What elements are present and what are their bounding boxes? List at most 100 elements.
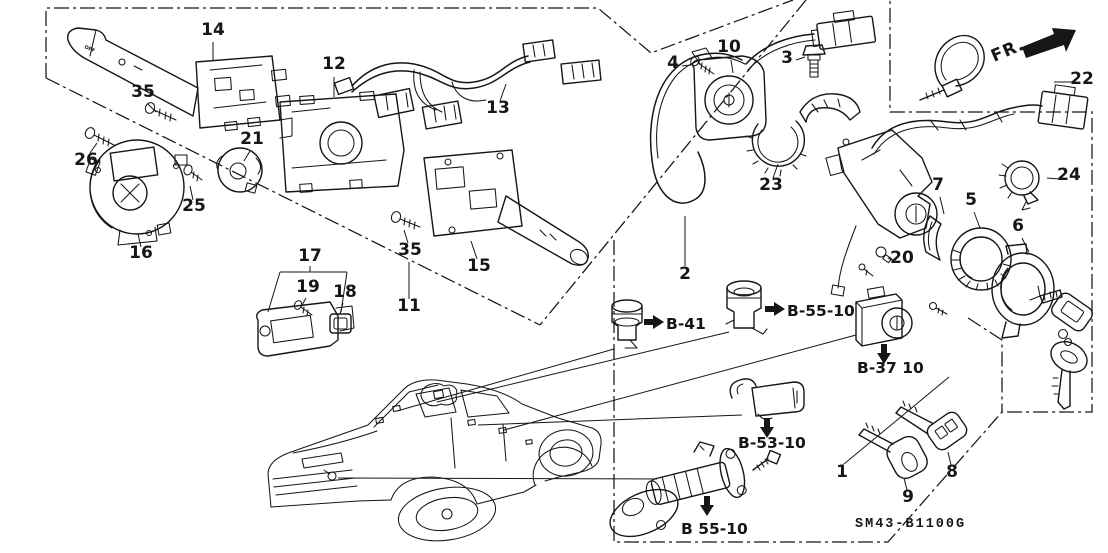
callout-24: 24 xyxy=(1057,165,1081,185)
fr-arrow-icon xyxy=(1022,28,1076,58)
car-front-emblem xyxy=(327,471,337,481)
callout-leader-5 xyxy=(973,211,981,229)
car-part-leader-lines xyxy=(337,331,857,480)
screw-19 xyxy=(293,300,313,317)
ref-label-B-55-10: B 55-10 xyxy=(681,520,748,538)
bulb-20 xyxy=(858,246,892,277)
callout-leader-21 xyxy=(243,150,251,162)
car-grille-lines xyxy=(272,469,358,496)
trunk-cylinder-b55 xyxy=(609,441,747,538)
down-arrow-icon xyxy=(877,344,891,364)
top-connector xyxy=(810,10,877,51)
down-arrow-icon xyxy=(700,496,714,516)
bracket-17 xyxy=(255,301,355,357)
callout-11: 11 xyxy=(397,296,421,316)
collar-7 xyxy=(923,215,942,261)
callout-19: 19 xyxy=(296,277,320,297)
steering-lock-body xyxy=(825,104,1043,297)
callout-leader-15 xyxy=(470,240,478,260)
car-rear-window xyxy=(460,389,510,418)
car-wheels xyxy=(397,429,594,542)
key-9 xyxy=(858,422,928,480)
door-cylinder-b37 xyxy=(855,286,948,347)
callout-leader-24 xyxy=(1046,177,1060,180)
cable-tie-22 xyxy=(919,35,985,101)
callout-leader-10 xyxy=(730,59,734,74)
fr-direction: FR. xyxy=(988,28,1076,67)
key-8 xyxy=(895,400,968,451)
callout-leader-25 xyxy=(189,185,194,201)
callout-12: 12 xyxy=(322,54,346,74)
callout-9: 9 xyxy=(902,487,914,507)
callout-leader-8 xyxy=(947,451,952,466)
callout-leader-1 xyxy=(843,376,950,465)
switch-housing-12 xyxy=(279,90,405,193)
down-arrow-icon xyxy=(760,418,774,438)
bolt-trunk xyxy=(752,449,782,471)
callout-17: 17 xyxy=(298,246,322,266)
car-headlight xyxy=(301,452,344,469)
clamp-24 xyxy=(998,160,1040,211)
callout-20: 20 xyxy=(890,248,914,268)
callout-13: 13 xyxy=(486,98,510,118)
callout-leader-6 xyxy=(1021,237,1030,253)
stalk-marking: OFF xyxy=(83,44,96,54)
callout-leader-9 xyxy=(903,477,908,491)
ignition-switch-10 xyxy=(649,33,816,204)
ref-label-B-37-10: B-37 10 xyxy=(857,359,924,377)
ref-label-B-55-10: B-55-10 xyxy=(787,302,855,320)
callout-leader-26 xyxy=(89,142,98,154)
screw-25 xyxy=(183,164,203,182)
snap-ring-23 xyxy=(745,120,807,177)
screw-35-mid xyxy=(390,211,421,230)
callout-18: 18 xyxy=(333,282,357,302)
callout-leader-3 xyxy=(795,56,806,61)
callout-leader-13 xyxy=(499,83,507,102)
car-lock-point-markers xyxy=(375,404,533,445)
callout-leader-35 xyxy=(403,229,409,244)
callout-35: 35 xyxy=(131,82,155,102)
callout-16: 16 xyxy=(129,243,153,263)
fr-label: FR. xyxy=(988,35,1028,67)
bracket-17-label-lines xyxy=(267,266,348,313)
clamp-piece xyxy=(799,93,861,123)
callout-25: 25 xyxy=(182,196,206,216)
callout-2: 2 xyxy=(679,264,691,284)
cable-reel-16 xyxy=(85,139,188,246)
wire-harness-13 xyxy=(333,39,602,130)
door-cylinder-b53 xyxy=(729,378,805,420)
car-sketch xyxy=(267,379,602,542)
callout-8: 8 xyxy=(946,462,958,482)
callout-leader-4 xyxy=(681,64,692,67)
ref-label-B-53-10: B-53-10 xyxy=(738,434,806,452)
diagram-code: SM43-B1100G xyxy=(855,517,966,532)
callout-10: 10 xyxy=(717,37,741,57)
callout-14: 14 xyxy=(201,20,225,40)
callout-leader-18 xyxy=(339,302,344,315)
cylinder-b41 xyxy=(611,299,643,349)
harness-connector-right xyxy=(1037,84,1089,130)
callout-leader-35 xyxy=(147,103,157,113)
callout-3: 3 xyxy=(781,48,793,68)
ring-5 xyxy=(950,227,1012,291)
callout-21: 21 xyxy=(240,129,264,149)
callout-leader-16 xyxy=(137,233,142,248)
screw-4 xyxy=(690,55,715,75)
car-roof-detail xyxy=(420,383,458,407)
callout-22: 22 xyxy=(1070,69,1094,89)
callout-7: 7 xyxy=(932,175,944,195)
car-front-window xyxy=(415,387,457,418)
right-arrow-icon xyxy=(644,315,664,329)
cap-18 xyxy=(329,313,352,334)
callout-23: 23 xyxy=(759,175,783,195)
callout-4: 4 xyxy=(667,53,679,73)
callout-6: 6 xyxy=(1012,216,1024,236)
right-arrow-icon xyxy=(765,302,785,316)
callout-leader-20 xyxy=(887,257,894,261)
callout-35: 35 xyxy=(398,240,422,260)
wiper-switch-15 xyxy=(423,149,589,266)
callout-15: 15 xyxy=(467,256,491,276)
